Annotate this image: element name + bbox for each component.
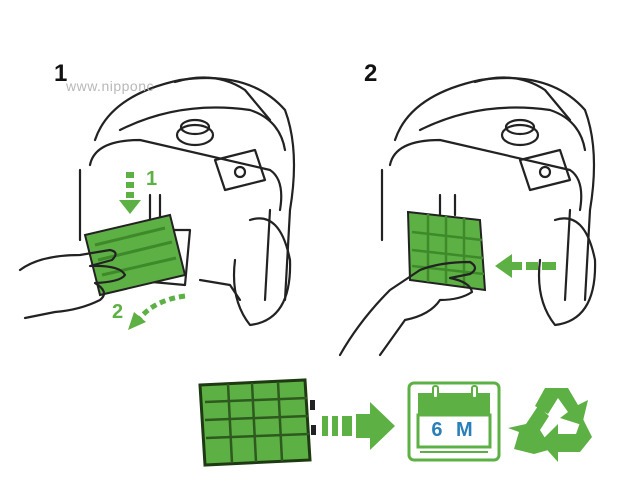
step-number-1: 1 [54, 60, 68, 87]
dashed-arrow-icon [322, 402, 395, 450]
calendar-label: 6 M [431, 419, 477, 441]
vacuum-cleaner-1: 1 2 [18, 76, 296, 330]
watermark: www.nipponc [66, 78, 154, 94]
arrow-label-1: 1 [146, 168, 157, 190]
recycle-icon [508, 388, 592, 462]
filter-icon [198, 378, 316, 467]
arrow-label-2: 2 [112, 301, 123, 323]
step-number-2: 2 [364, 60, 378, 87]
calendar-icon [407, 381, 501, 462]
vacuum-cleaner-2 [338, 76, 597, 357]
